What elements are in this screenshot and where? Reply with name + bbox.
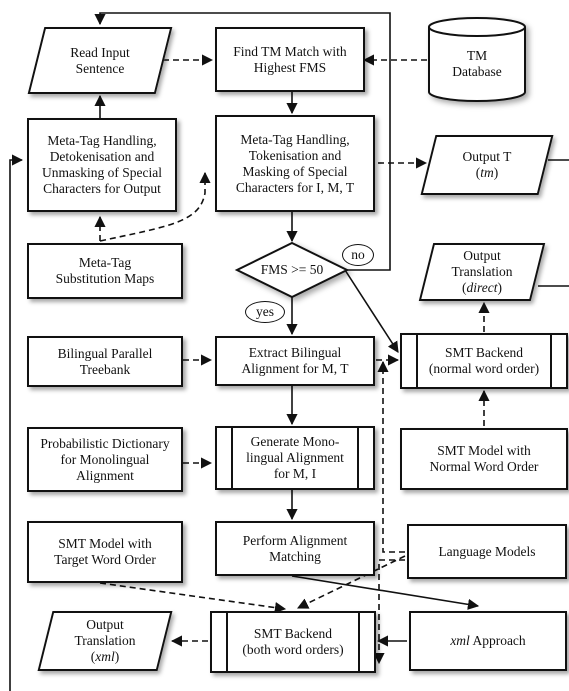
output-t: Output T (tm): [428, 135, 546, 195]
edge-target-to-smt-both: [99, 582, 287, 614]
smt-model-normal-word-order: SMT Model with Normal Word Order: [400, 428, 568, 490]
edge-lm-to-smt-normal: [377, 360, 405, 553]
perform-alignment-matching: Perform Alignment Matching: [215, 521, 375, 576]
output-translation-direct: Output Translation (direct): [426, 243, 538, 301]
bilingual-parallel-treebank: Bilingual Parallel Treebank: [27, 336, 183, 387]
edge-fms-no-to-smt: [344, 269, 399, 353]
smt-backend-normal: SMT Backend (normal word order): [400, 333, 568, 389]
output-translation-xml: Output Translation (xml): [45, 611, 165, 671]
generate-monolingual-alignment: Generate Mono- lingual Alignment for M, …: [215, 426, 375, 490]
meta-tag-substitution-maps: Meta-Tag Substitution Maps: [27, 243, 183, 299]
xml-approach: xml Approach: [409, 611, 567, 671]
fms-decision-diamond: [234, 241, 350, 299]
fms-decision-label: FMS >= 50: [260, 262, 324, 277]
edge-perform-to-xml: [291, 575, 480, 610]
meta-tag-detokenisation: Meta-Tag Handling, Detokenisation and Un…: [27, 118, 177, 212]
tm-database-cylinder: [428, 17, 526, 102]
edge-maps-to-meta: [99, 171, 211, 242]
find-tm-match: Find TM Match with Highest FMS: [215, 27, 365, 92]
language-models: Language Models: [407, 524, 567, 579]
read-input-sentence: Read Input Sentence: [36, 27, 164, 94]
meta-tag-tokenisation: Meta-Tag Handling, Tokenisation and Mask…: [215, 115, 375, 212]
smt-backend-both: SMT Backend (both word orders): [210, 611, 376, 673]
tm-database-label: TM Database: [452, 48, 502, 79]
yes-label: yes: [245, 301, 285, 323]
edge-fms-no: [94, 12, 391, 271]
probabilistic-dictionary: Probabilistic Dictionary for Monolingual…: [27, 427, 183, 492]
extract-bilingual-alignment: Extract Bilingual Alignment for M, T: [215, 336, 375, 386]
smt-model-target-word-order: SMT Model with Target Word Order: [27, 521, 183, 583]
edge-lm-b: [373, 559, 405, 665]
edge-output-loop: [9, 154, 24, 691]
no-label: no: [342, 244, 374, 266]
